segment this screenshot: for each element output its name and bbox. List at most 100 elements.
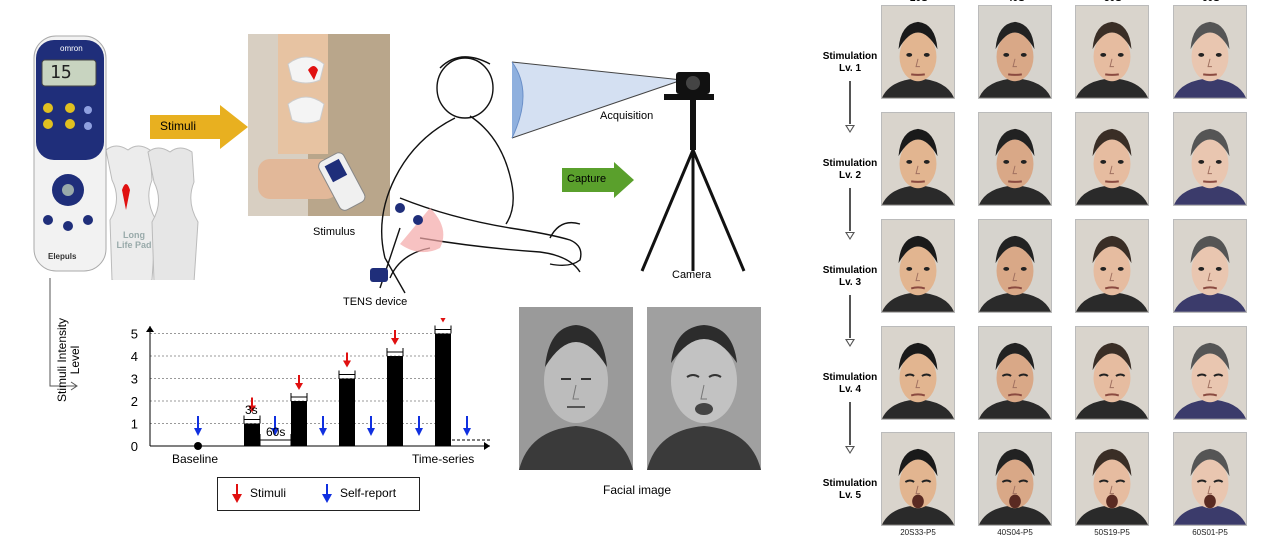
row-label-line2: Lv. 3 [838,277,862,288]
bar [387,356,403,446]
bar [435,333,451,446]
column-header: 20S [910,0,928,4]
face-photo [1173,112,1247,206]
level-down-arrow [845,81,855,131]
stimuli-marker-head [343,360,351,368]
level-down-arrow [845,295,855,345]
bar [291,401,307,446]
y-tick-label: 5 [131,327,138,342]
face-caption: 50S19-P5 [1094,528,1130,537]
capture-arrow [562,162,634,198]
chart-xlabel-left: Baseline [172,452,219,466]
legend-self-report-label: Self-report [340,486,397,500]
product-name: Elepuls [48,252,77,261]
stimuli-marker-head [440,318,446,323]
acquisition-label: Acquisition [600,110,654,122]
y-axis-arrowhead [146,326,154,332]
row-label-line1: Stimulation [822,478,878,489]
camera-tripod [640,72,746,272]
row-label-line1: Stimulation [822,51,878,62]
stimuli-marker-head [248,405,256,413]
level-down-arrowhead [845,339,855,347]
row-label-line1: Stimulation [822,158,878,169]
chart-legend: Stimuli Self-report [217,477,420,511]
face-photo [1173,5,1247,99]
facial-image-pain [647,307,761,470]
face-photo [1075,432,1149,526]
annotation-3s: 3s [245,403,258,417]
brand-label: omron [60,44,83,53]
device-display-value: 15 [50,62,72,83]
row-label-line1: Stimulation [822,372,878,383]
face-photo [881,112,955,206]
face-photo [978,432,1052,526]
stimulus-label: Stimulus [313,226,356,238]
legend-stimuli-label: Stimuli [250,486,287,500]
row-label-line2: Lv. 1 [838,63,862,74]
level-down-arrowhead [845,446,855,454]
face-caption: 60S01-P5 [1192,528,1228,537]
y-tick-label: 3 [131,372,138,387]
face-photo [881,326,955,420]
chart-ylabel: Stimuli Intensity Level [55,317,82,403]
face-caption: 40S04-P5 [997,528,1033,537]
camera-label: Camera [672,269,712,281]
capture-arrow-label: Capture [567,173,607,185]
face-photo [1075,112,1149,206]
self-report-marker-head [194,428,202,436]
baseline-point [194,442,202,450]
row-label-line2: Lv. 4 [838,384,862,395]
tens-device-photo: omron 15 Elepuls Long Life Pad [28,30,208,287]
stimulation-face-grid: 20S40S50S60SStimulationLv. 1StimulationL… [810,0,1280,548]
tens-device-label: TENS device [343,296,408,308]
row-label-line2: Lv. 5 [838,490,862,501]
column-header: 40S [1007,0,1025,4]
column-header: 50S [1104,0,1122,4]
annotation-60s: 60s [266,425,285,439]
column-header: 60S [1202,0,1220,4]
face-photo [881,219,955,313]
face-photo [1075,326,1149,420]
face-photo [978,5,1052,99]
stimuli-marker-head [391,338,399,345]
face-caption: 20S33-P5 [900,528,936,537]
face-photo [978,219,1052,313]
level-down-arrow [845,402,855,452]
bar [244,423,260,446]
level-down-arrowhead [845,232,855,240]
x-axis-arrowhead [484,442,490,450]
face-photo [1075,219,1149,313]
face-photo [1173,326,1247,420]
stimulus-photo [248,34,390,216]
stimuli-marker-head [295,383,303,390]
face-photo [1075,5,1149,99]
face-photo [1173,432,1247,526]
face-photo [1173,219,1247,313]
facial-image-label: Facial image [603,483,672,497]
stimuli-arrow [150,105,248,149]
device-to-chart-connector [49,278,78,391]
pad-label: Long Life Pad [116,230,152,250]
facial-image-neutral [519,307,633,470]
row-label-line1: Stimulation [822,265,878,276]
face-photo [881,432,955,526]
stimuli-arrow-label: Stimuli [160,119,197,133]
self-report-marker-head [367,428,375,436]
face-photo [978,112,1052,206]
y-tick-label: 2 [131,394,138,409]
person-illustration [370,56,582,294]
y-tick-label: 0 [131,439,138,454]
chart-xlabel-right: Time-series [412,452,475,466]
face-photo [881,5,955,99]
level-down-arrow [845,188,855,238]
self-report-marker-head [271,428,279,436]
y-tick-label: 4 [131,349,138,364]
row-label-line2: Lv. 2 [838,170,862,181]
self-report-marker-head [463,428,471,436]
